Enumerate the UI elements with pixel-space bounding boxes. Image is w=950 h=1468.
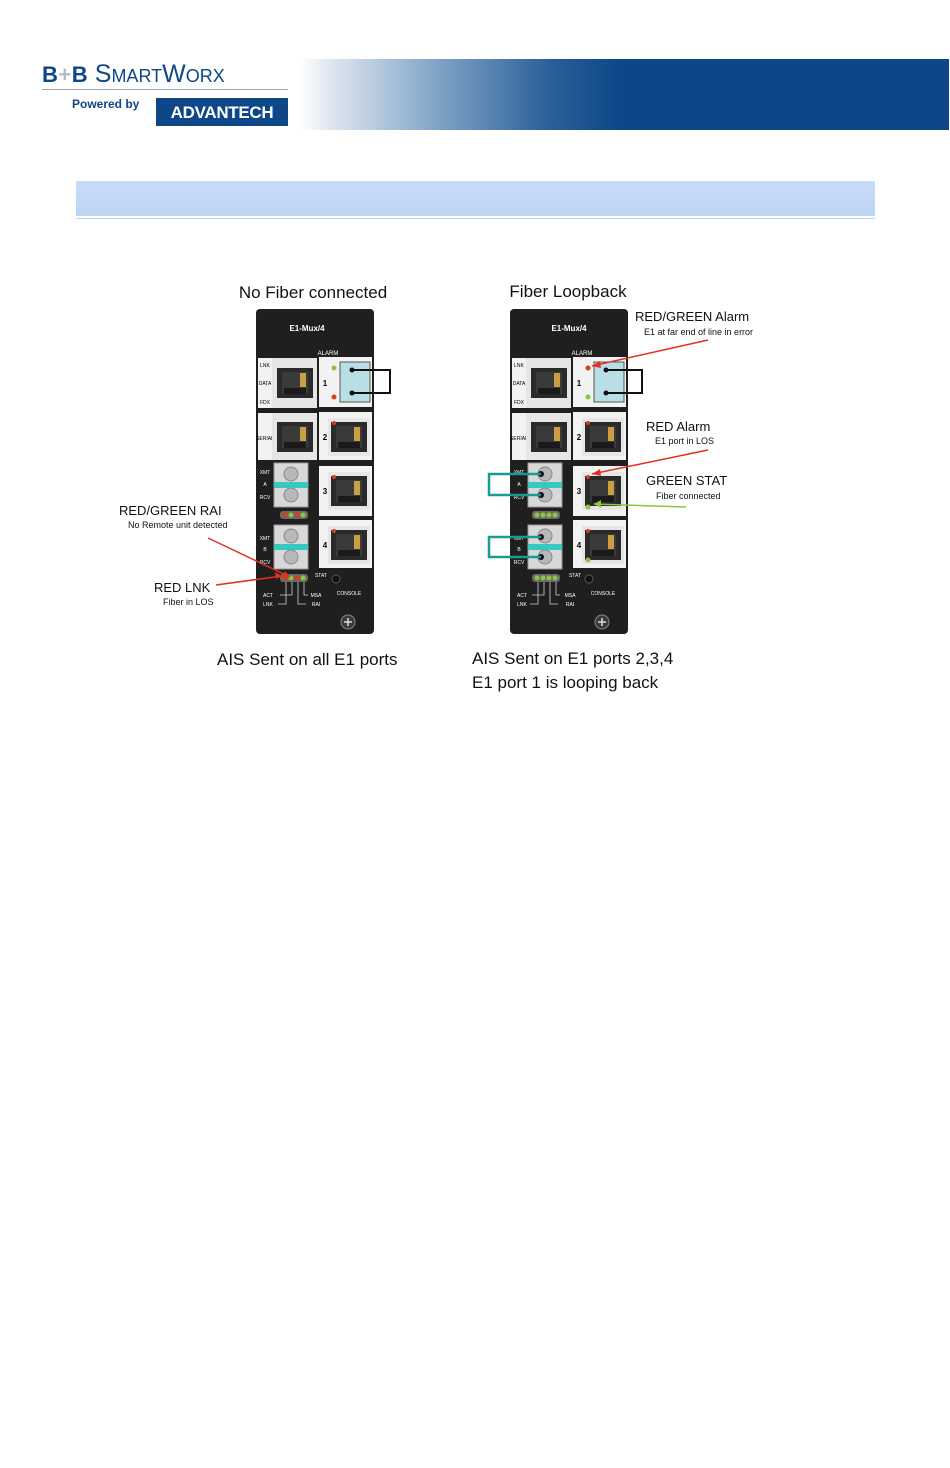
logo-divider: [42, 89, 288, 90]
left-port-4: 4: [323, 541, 328, 550]
left-caption: AIS Sent on all E1 ports: [217, 650, 398, 669]
left-console: CONSOLE: [337, 591, 362, 597]
callout-red-alarm-sub: E1 port in LOS: [655, 436, 714, 446]
left-lnk: LNK: [263, 602, 273, 608]
right-port-4: 4: [577, 541, 582, 550]
right-rcv-a: RCV: [514, 495, 525, 501]
right-side-serial: SERIAL: [510, 436, 528, 442]
right-fiber-a: A: [517, 482, 521, 488]
right-panel-model: E1-Mux/4: [551, 324, 587, 333]
section-heading-rule: [76, 216, 875, 218]
left-title: No Fiber connected: [239, 283, 387, 302]
left-port-1: 1: [323, 379, 328, 388]
right-rai: RAI: [566, 602, 574, 608]
callout-rai-title: RED/GREEN RAI: [119, 503, 222, 518]
left-xmt-b: XMT: [260, 536, 271, 542]
right-xmt-b: XMT: [514, 536, 525, 542]
left-xmt-a: XMT: [260, 470, 271, 476]
right-act: ACT: [517, 593, 527, 599]
callout-red-alarm-title: RED Alarm: [646, 419, 710, 434]
left-panel-model: E1-Mux/4: [289, 324, 325, 333]
callout-green-stat-sub: Fiber connected: [656, 491, 721, 501]
left-rai: RAI: [312, 602, 320, 608]
partner-logo: ADVANTECH: [156, 98, 288, 126]
left-rcv-a: RCV: [260, 495, 271, 501]
callout-green-stat-title: GREEN STAT: [646, 473, 727, 488]
right-port-1: 1: [577, 379, 582, 388]
right-lnk: LNK: [517, 602, 527, 608]
left-side-lnk: LNK: [260, 363, 270, 369]
right-console: CONSOLE: [591, 591, 616, 597]
left-act: ACT: [263, 593, 273, 599]
callout-rai-sub: No Remote unit detected: [128, 520, 228, 530]
right-stat: STAT: [569, 573, 581, 579]
left-stat: STAT: [315, 573, 327, 579]
powered-by-label: Powered by: [72, 97, 140, 111]
left-port-3: 3: [323, 487, 328, 496]
left-side-fdx: FDX: [260, 400, 271, 406]
left-msa: MSA: [311, 593, 323, 599]
right-port-2: 2: [577, 433, 582, 442]
right-side-fdx: FDX: [514, 400, 525, 406]
right-alarm-label: ALARM: [572, 351, 593, 357]
right-caption-1: AIS Sent on E1 ports 2,3,4: [472, 649, 673, 668]
left-fiber-a: A: [263, 482, 267, 488]
left-alarm-label: ALARM: [318, 351, 339, 357]
right-fiber-b: B: [517, 547, 521, 553]
callout-alarm-rg-title: RED/GREEN Alarm: [635, 309, 749, 324]
right-caption-2: E1 port 1 is looping back: [472, 673, 659, 692]
left-side-serial: SERIAL: [256, 436, 274, 442]
left-rcv-b: RCV: [260, 560, 271, 566]
section-heading-bar: [76, 181, 875, 219]
callout-lnk-sub: Fiber in LOS: [163, 597, 214, 607]
right-rcv-b: RCV: [514, 560, 525, 566]
right-msa: MSA: [565, 593, 577, 599]
left-fiber-b: B: [263, 547, 267, 553]
left-side-data: DATA: [259, 381, 272, 387]
left-port-2: 2: [323, 433, 328, 442]
callout-alarm-rg-sub: E1 at far end of line in error: [644, 327, 753, 337]
brand-logo: B+B SmartWorx: [42, 60, 225, 88]
right-side-lnk: LNK: [514, 363, 524, 369]
right-side-data: DATA: [513, 381, 526, 387]
callout-lnk-title: RED LNK: [154, 580, 211, 595]
right-title: Fiber Loopback: [509, 282, 627, 301]
right-port-3: 3: [577, 487, 582, 496]
